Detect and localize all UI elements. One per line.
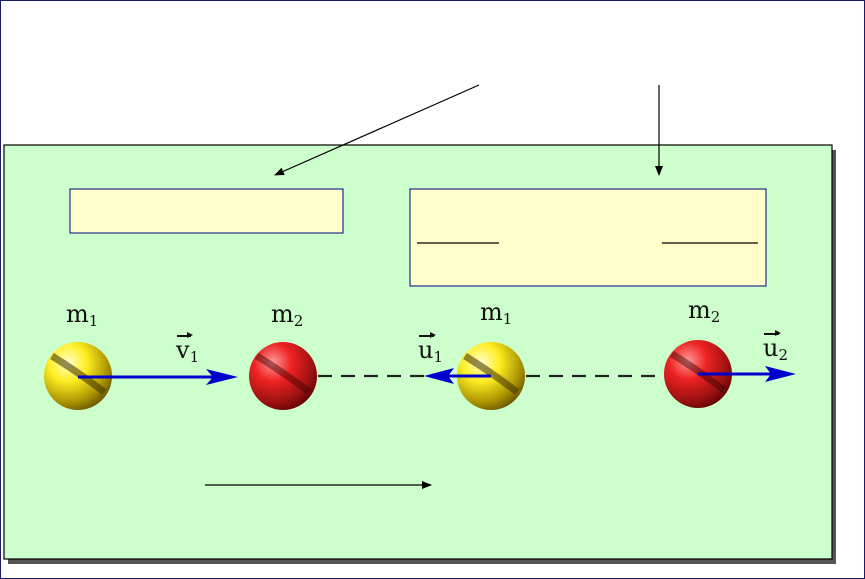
arrow-v1-head <box>206 369 238 385</box>
label-v1: v1 <box>176 332 200 366</box>
label-u2: u2 <box>763 330 789 364</box>
label-m2-before: m2 <box>271 300 304 330</box>
right-formula-box <box>409 188 767 287</box>
ball-m2-before <box>249 342 317 410</box>
label-m2-after: m2 <box>688 296 721 326</box>
pointer-arrow-left <box>274 84 480 176</box>
label-u1: u1 <box>418 332 444 366</box>
left-formula-box <box>69 188 344 234</box>
label-m1-after: m1 <box>480 298 513 328</box>
label-m1-before: m1 <box>66 300 99 330</box>
arrow-u2-head <box>765 366 796 382</box>
arrow-u1-head <box>424 368 454 384</box>
